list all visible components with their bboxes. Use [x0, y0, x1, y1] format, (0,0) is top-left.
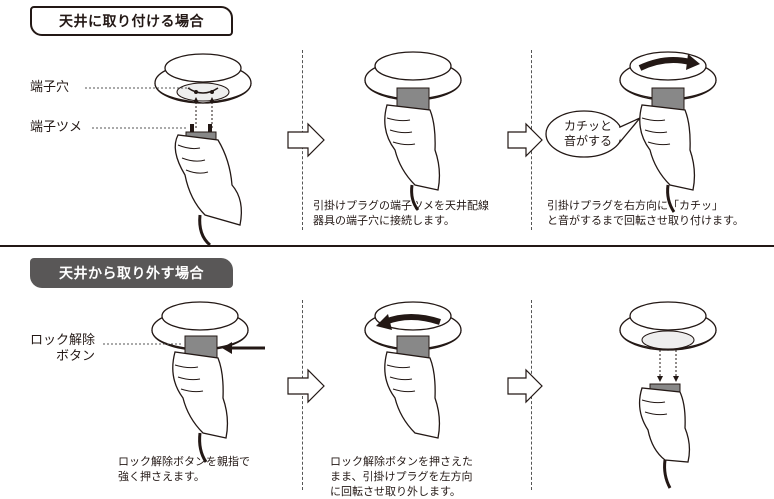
attach-step2-caption: 引掛けプラグの端子ツメを天井配線 器具の端子穴に接続します。 [313, 199, 489, 227]
detach-section-title: 天井から取り外す場合 [30, 258, 233, 288]
detach-step1-caption: ロック解除ボタンを親指で 強く押さえます。 [118, 455, 250, 483]
click-sound-bubble: カチッと 音がする [564, 119, 613, 148]
attach-step3-caption: 引掛けプラグを右方向に「カチッ」 と音がするまで回転させ取り付けます。 [547, 199, 744, 227]
lock-release-label: ロック解除 ボタン [30, 333, 96, 364]
step-divider [302, 300, 303, 490]
section-divider [0, 245, 774, 247]
terminal-claw-label: 端子ツメ [30, 120, 83, 135]
detach-step2-caption: ロック解除ボタンを押さえた まま、引掛けプラグを左方向 に回転させ取り外します。 [330, 455, 473, 498]
terminal-hole-label: 端子穴 [30, 80, 70, 95]
attach-section-title: 天井に取り付ける場合 [30, 6, 233, 36]
